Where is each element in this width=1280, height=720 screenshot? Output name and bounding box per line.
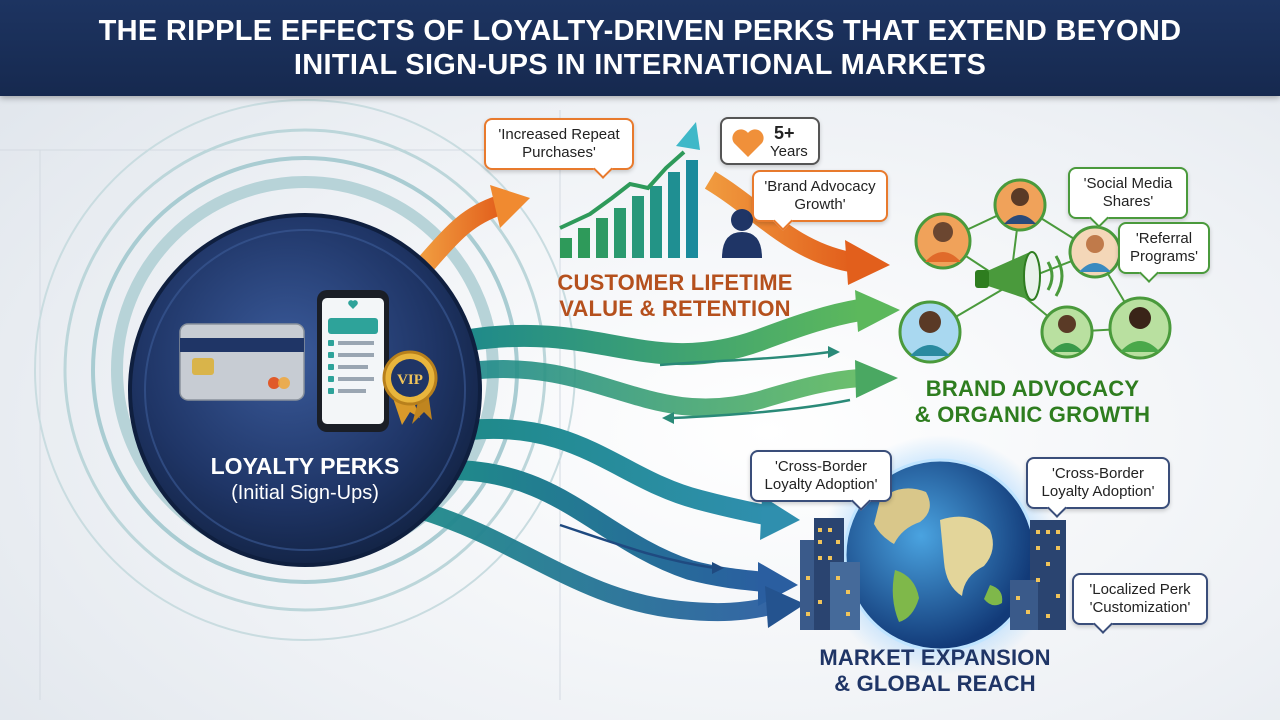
vip-badge-text: VIP	[397, 372, 423, 388]
global-reach-scene	[800, 435, 1066, 675]
loyalty-hub	[128, 213, 482, 567]
credit-card-icon	[179, 323, 305, 401]
city-buildings-left	[800, 518, 860, 630]
years-value: 5+	[774, 123, 795, 143]
stage-title-line: & GLOBAL REACH	[834, 671, 1036, 696]
hub-title: LOYALTY PERKS	[210, 453, 400, 479]
bubble-referral-programs: 'Referral Programs'	[1118, 222, 1210, 274]
years-badge: 5+ Years	[720, 117, 820, 165]
stage-title-retention: CUSTOMER LIFETIME VALUE & RETENTION	[540, 270, 810, 322]
vip-badge-icon: VIP	[382, 350, 438, 425]
stage-title-line: CUSTOMER LIFETIME	[557, 270, 793, 295]
bubble-cross-border-loyalty-adoption: 'Cross-Border Loyalty Adoption'	[750, 450, 892, 502]
stage-title-line: MARKET EXPANSION	[819, 645, 1051, 670]
heart-icon	[732, 129, 764, 157]
bubble-increased-repeat-purchases: 'Increased Repeat Purchases'	[484, 118, 634, 170]
bubble-social-media-shares: 'Social Media Shares'	[1068, 167, 1188, 219]
stage-title-line: BRAND ADVOCACY	[925, 376, 1140, 401]
hub-label: LOYALTY PERKS (Initial Sign-Ups)	[160, 452, 450, 506]
customer-person-icon	[722, 209, 762, 258]
avatar	[993, 178, 1047, 232]
avatar	[898, 300, 962, 364]
stage-title-line: VALUE & RETENTION	[559, 296, 791, 321]
bubble-localized-perk-customization: 'Localized Perk 'Customization'	[1072, 573, 1208, 625]
page-title: THE RIPPLE EFFECTS OF LOYALTY-DRIVEN PER…	[98, 15, 1182, 81]
ripple-arrows	[415, 171, 900, 628]
city-buildings-right	[1010, 520, 1066, 630]
hub-subtitle: (Initial Sign-Ups)	[231, 482, 379, 504]
years-unit: Years	[770, 143, 808, 160]
stage-title-line: & ORGANIC GROWTH	[914, 402, 1151, 427]
bubble-brand-advocacy-growth: 'Brand Advocacy Growth'	[752, 170, 888, 222]
avatar	[1068, 225, 1122, 279]
avatar	[914, 212, 972, 270]
header-banner: THE RIPPLE EFFECTS OF LOYALTY-DRIVEN PER…	[0, 0, 1280, 96]
stage-title-expansion: MARKET EXPANSION & GLOBAL REACH	[800, 645, 1070, 697]
avatar	[1040, 305, 1094, 359]
advocacy-people-avatars	[898, 178, 1172, 364]
avatar	[1108, 296, 1172, 360]
stage-title-advocacy: BRAND ADVOCACY & ORGANIC GROWTH	[905, 376, 1160, 428]
growth-bar-chart-icon	[559, 122, 700, 258]
bubble-cross-border-loyalty-adoption: 'Cross-Border Loyalty Adoption'	[1026, 457, 1170, 509]
megaphone-icon	[975, 251, 1064, 301]
smartphone-icon	[317, 290, 389, 432]
